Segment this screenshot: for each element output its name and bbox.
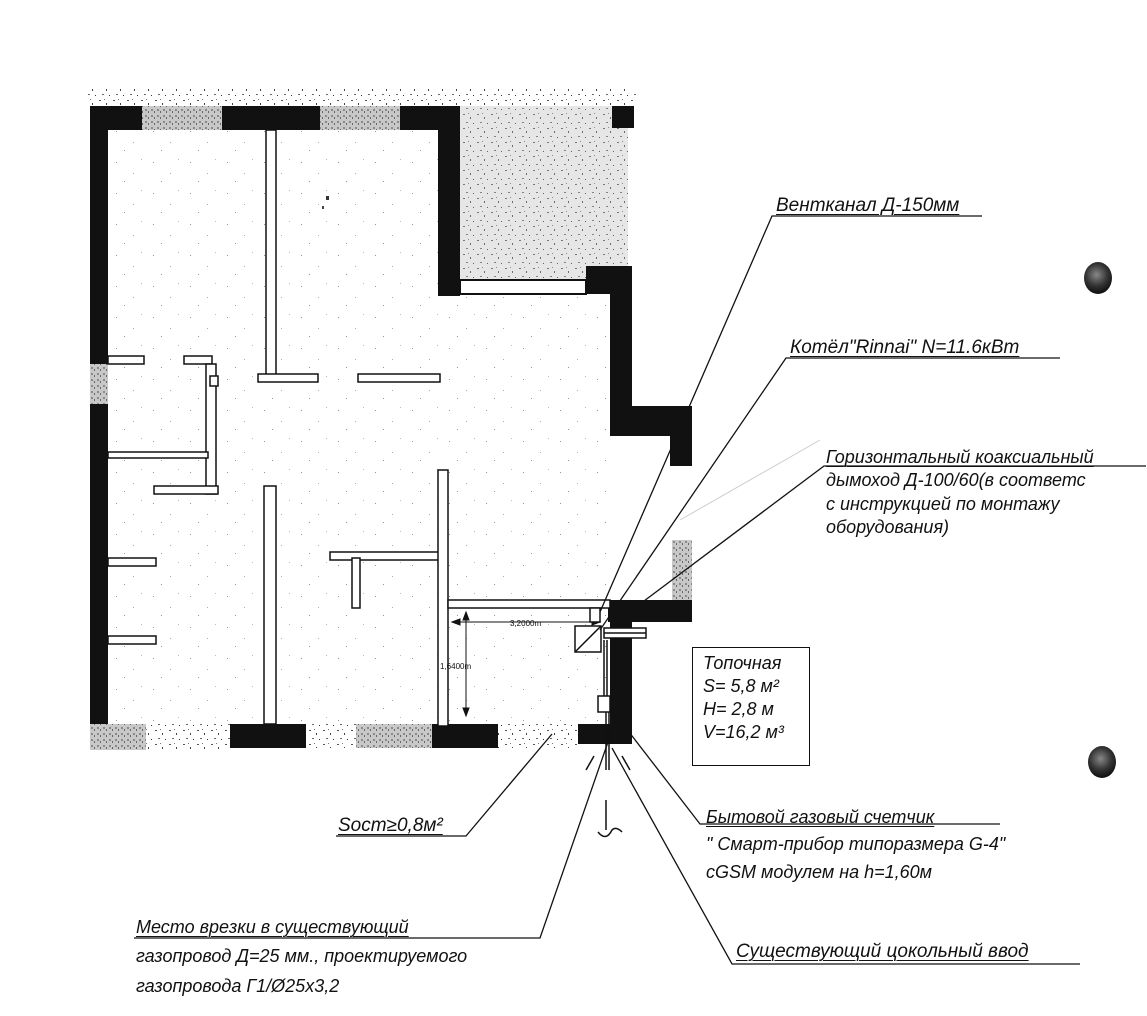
label-boiler: Котёл"Rinnai" N=11.6кВт bbox=[790, 337, 1020, 358]
label-insertion-line-2: газопровод Д=25 мм., проектируемого bbox=[136, 946, 468, 967]
dimension-width-label: 3,2000m bbox=[510, 619, 541, 628]
binder-hole-bottom bbox=[1088, 746, 1116, 778]
label-chimney-line-4: оборудования) bbox=[826, 517, 950, 538]
label-chimney: Горизонтальный коаксиальный дымоход Д-10… bbox=[826, 446, 1094, 540]
label-chimney-line-3: с инструкцией по монтажу bbox=[826, 493, 1060, 514]
label-chimney-line-2: дымоход Д-100/60(в соответс bbox=[826, 470, 1086, 491]
boiler-equipment bbox=[574, 607, 647, 713]
label-insertion-line-1: Место врезки в существующий bbox=[136, 917, 409, 937]
hatched-area bbox=[458, 105, 628, 285]
label-insertion-line-3: газопровода Г1/Ø25х3,2 bbox=[136, 975, 340, 996]
label-chimney-line-1: Горизонтальный коаксиальный bbox=[826, 447, 1094, 467]
room-area: S= 5,8 м² bbox=[703, 676, 779, 696]
room-height: H= 2,8 м bbox=[703, 699, 774, 719]
binder-hole-top bbox=[1084, 262, 1112, 294]
label-meter: Бытовой газовый счетчик " Смарт-прибор т… bbox=[706, 806, 1006, 882]
label-socm: Socm≥0,8м² bbox=[338, 815, 443, 836]
leader-lines bbox=[134, 215, 1146, 965]
dimension-height bbox=[462, 610, 470, 718]
room-info-box: Топочная S= 5,8 м² H= 2,8 м V=16,2 м³ bbox=[692, 647, 810, 766]
exterior-walls bbox=[90, 106, 692, 750]
label-meter-line-1: Бытовой газовый счетчик bbox=[706, 807, 935, 827]
dimension-height-label: 1,6400m bbox=[440, 662, 471, 671]
room-name: Топочная bbox=[703, 653, 782, 673]
label-inlet: Существующий цокольный ввод bbox=[736, 941, 1029, 962]
gas-pipe bbox=[585, 712, 631, 838]
room-volume: V=16,2 м³ bbox=[703, 722, 784, 742]
label-meter-line-2: " Смарт-прибор типоразмера G-4" bbox=[706, 834, 1006, 855]
label-ventkanal: Вентканал Д-150мм bbox=[776, 195, 960, 216]
label-meter-line-3: cGSM модулем на h=1,60м bbox=[706, 861, 933, 882]
interior-partitions bbox=[107, 129, 611, 727]
label-insertion: Место врезки в существующий газопровод Д… bbox=[136, 916, 468, 996]
